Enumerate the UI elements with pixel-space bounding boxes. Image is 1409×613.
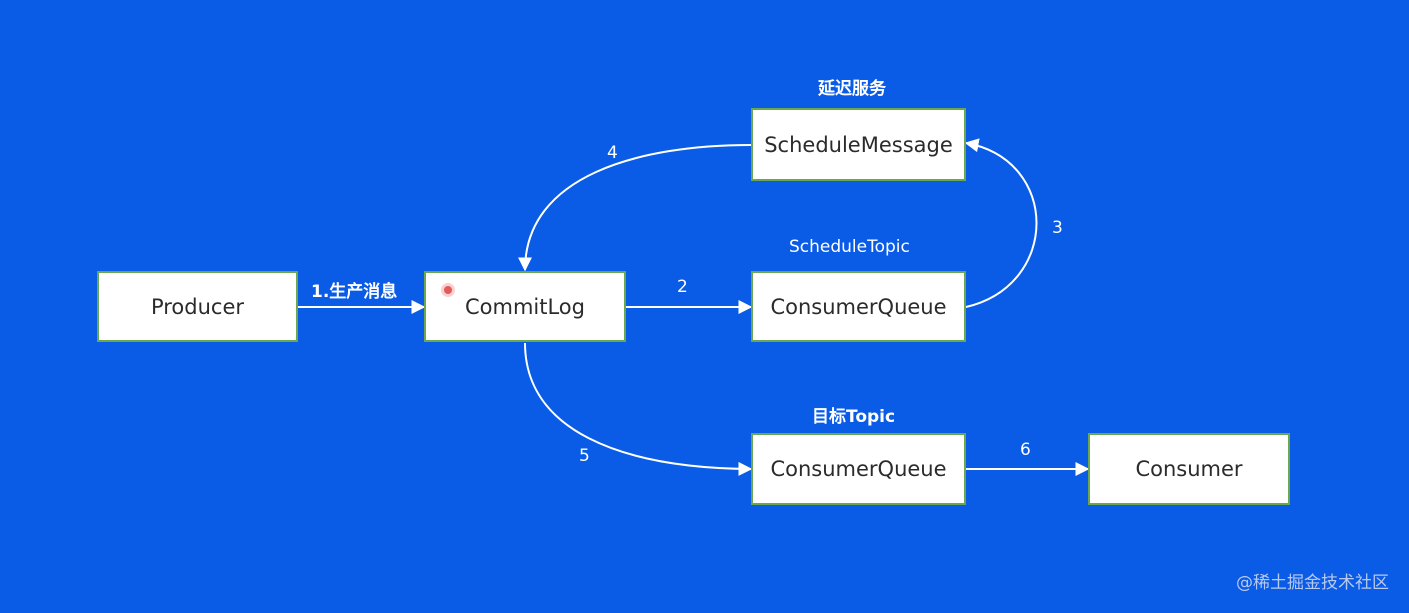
edge-label-step3: 3	[1052, 218, 1063, 238]
watermark: @稀土掘金技术社区	[1236, 573, 1389, 593]
node-producer: Producer	[97, 271, 298, 342]
node-schedule-message: ScheduleMessage	[751, 108, 966, 181]
arrow-schedule-message-to-commitlog	[518, 144, 752, 272]
label-delay-service: 延迟服务	[818, 79, 886, 99]
node-schedule-message-label: ScheduleMessage	[764, 132, 953, 157]
label-target-topic: 目标Topic	[812, 407, 896, 427]
node-consumer-label: Consumer	[1135, 457, 1243, 481]
cursor-indicator	[444, 286, 452, 294]
node-schedule-consumer-queue-label: ConsumerQueue	[770, 294, 947, 319]
node-producer-label: Producer	[150, 294, 245, 319]
node-target-consumer-queue-label: ConsumerQueue	[770, 457, 947, 481]
arrow-schedule-queue-to-schedule-message	[964, 138, 1038, 308]
arrow-commitlog-to-target-queue	[524, 342, 753, 476]
edge-label-step1: 1.生产消息	[311, 282, 398, 302]
node-consumer: Consumer	[1088, 433, 1290, 505]
node-target-consumer-queue: ConsumerQueue	[751, 433, 966, 505]
node-commitlog: CommitLog	[424, 271, 626, 342]
edge-label-step5: 5	[579, 446, 590, 466]
label-schedule-topic: ScheduleTopic	[789, 237, 910, 257]
edge-label-step4: 4	[607, 143, 618, 163]
node-schedule-consumer-queue: ConsumerQueue	[751, 271, 966, 342]
node-commitlog-label: CommitLog	[464, 294, 585, 319]
edge-label-step2: 2	[677, 277, 688, 297]
edge-label-step6: 6	[1020, 440, 1031, 460]
